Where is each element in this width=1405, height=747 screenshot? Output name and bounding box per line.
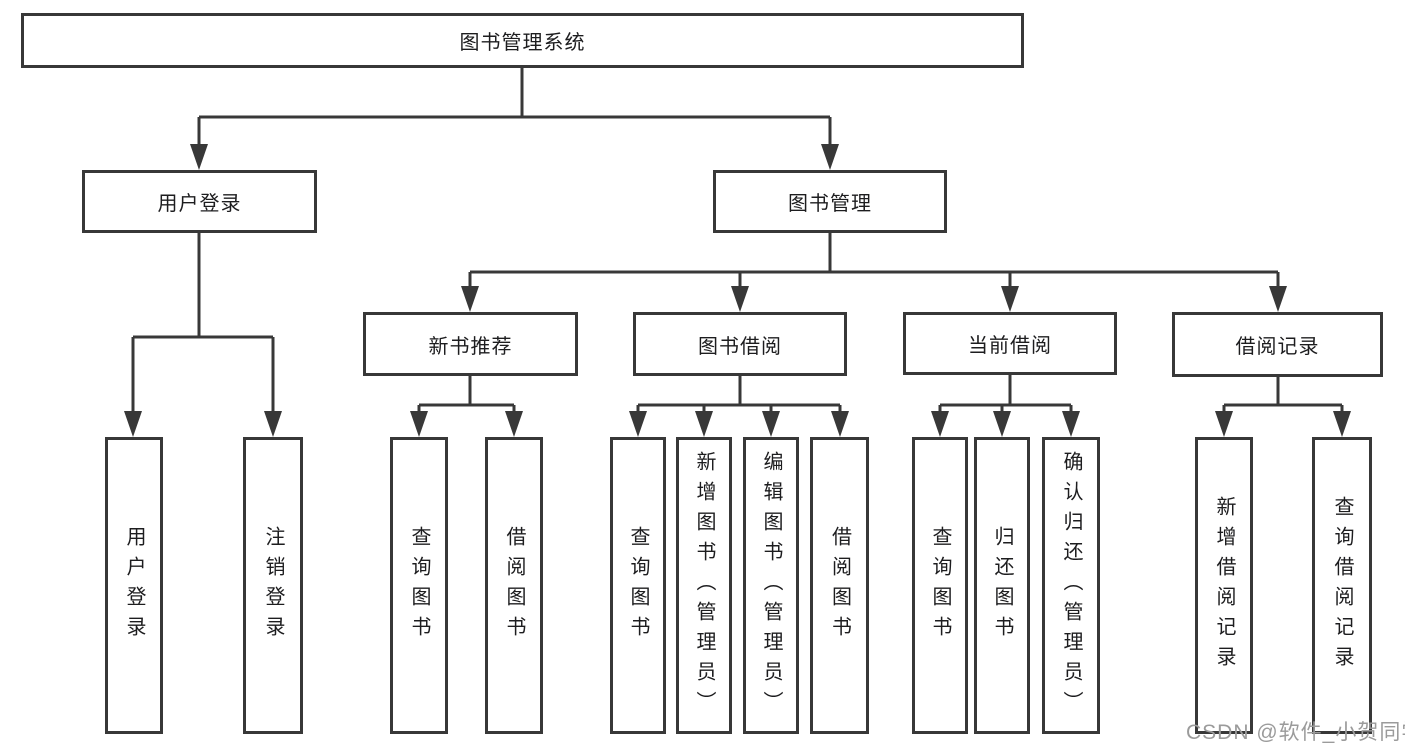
leaf-query-books-current: 查询图书 <box>912 437 968 734</box>
node-label: 查询图书 <box>929 525 951 646</box>
node-label: 当前借阅 <box>968 335 1052 357</box>
node-borrowing-records: 借阅记录 <box>1172 312 1383 377</box>
leaf-add-book-admin: 新增图书（管理员） <box>676 437 732 734</box>
node-label: 借阅图书 <box>503 525 525 646</box>
leaf-return-book: 归还图书 <box>974 437 1030 734</box>
node-label: 图书借阅 <box>698 335 782 358</box>
csdn-watermark: CSDN @软件_小贺同学 <box>1186 721 1405 744</box>
node-label: 新增借阅记录 <box>1213 495 1235 676</box>
node-book-management: 图书管理 <box>713 170 947 233</box>
node-label: 查询图书 <box>408 525 430 646</box>
node-label: 编辑图书（管理员） <box>760 450 782 721</box>
node-label: 归还图书 <box>991 525 1013 646</box>
node-label: 用户登录 <box>157 193 242 215</box>
node-label: 查询借阅记录 <box>1331 495 1353 676</box>
node-label: 注销登录 <box>262 525 284 646</box>
node-label: 新增图书（管理员） <box>693 450 715 721</box>
leaf-confirm-return-admin: 确认归还（管理员） <box>1042 437 1100 734</box>
leaf-query-books-borrowing: 查询图书 <box>610 437 666 734</box>
node-label: 新书推荐 <box>428 335 513 358</box>
node-new-book-recommend: 新书推荐 <box>363 312 578 376</box>
node-label: 确认归还（管理员） <box>1060 450 1082 721</box>
node-book-borrowing: 图书借阅 <box>633 312 847 376</box>
node-label: 查询图书 <box>627 525 649 646</box>
node-label: 用户登录 <box>123 525 145 646</box>
node-user-login: 用户登录 <box>82 170 317 233</box>
leaf-logout: 注销登录 <box>243 437 303 734</box>
leaf-query-borrow-record: 查询借阅记录 <box>1312 437 1372 734</box>
leaf-borrow-books: 借阅图书 <box>810 437 869 734</box>
node-library-management-system: 图书管理系统 <box>21 13 1024 68</box>
node-label: 图书管理系统 <box>459 32 586 54</box>
node-label: 借阅图书 <box>828 525 851 646</box>
node-label: 借阅记录 <box>1235 336 1320 358</box>
leaf-edit-book-admin: 编辑图书（管理员） <box>743 437 799 734</box>
leaf-query-books-recommend: 查询图书 <box>390 437 448 734</box>
leaf-user-login: 用户登录 <box>105 437 163 734</box>
node-label: 图书管理 <box>788 193 872 215</box>
node-current-borrowing: 当前借阅 <box>903 312 1117 375</box>
leaf-borrow-books-recommend: 借阅图书 <box>485 437 543 734</box>
leaf-add-borrow-record: 新增借阅记录 <box>1195 437 1253 734</box>
